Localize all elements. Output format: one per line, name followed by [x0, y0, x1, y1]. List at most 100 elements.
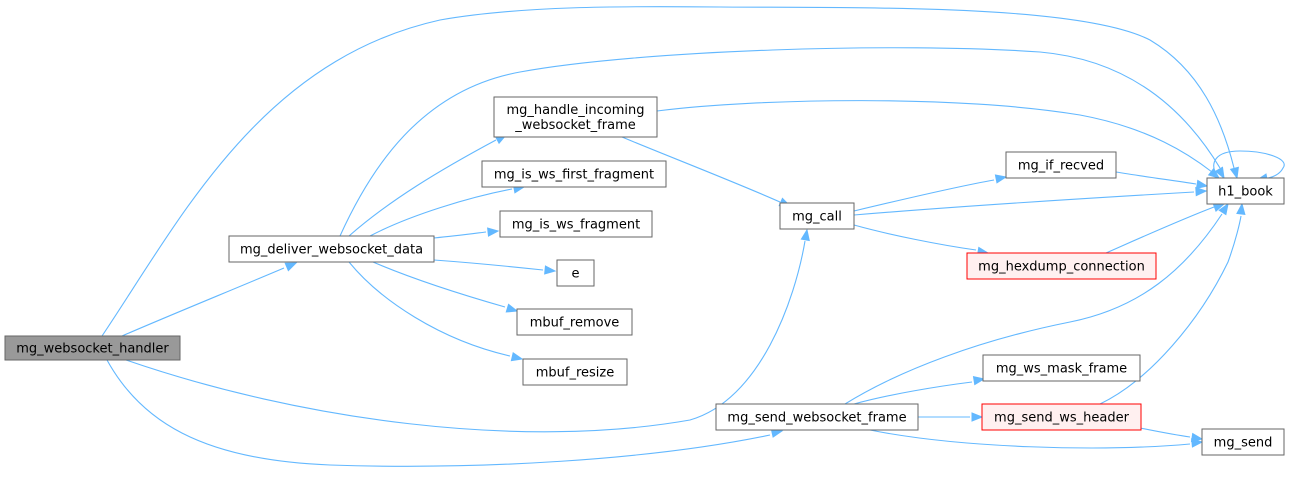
edge-arrowhead [1195, 186, 1208, 197]
node-box [228, 235, 435, 263]
node-mbuf_remove[interactable]: mbuf_remove [516, 308, 633, 336]
node-first_fragment[interactable]: mg_is_ws_first_fragment [481, 160, 667, 188]
edge-arrowhead [972, 375, 986, 386]
edge-mg_call-to-if_recved [853, 174, 1008, 212]
edge-line [1213, 150, 1285, 179]
edge-line [1115, 171, 1197, 185]
edge-send_ws_frame-to-h1_book [844, 202, 1229, 405]
edge-mg_call-to-hexdump [853, 224, 990, 256]
node-box [715, 403, 919, 431]
edge-send_ws_frame-to-send_ws_header [917, 412, 984, 422]
node-box [516, 308, 633, 336]
node-label: mg_is_ws_first_fragment [494, 168, 654, 183]
node-label: mg_handle_incoming [507, 103, 645, 118]
edge-line [339, 47, 1221, 237]
node-handle_incoming[interactable]: mg_handle_incoming_websocket_frame [493, 96, 658, 138]
edge-send_ws_frame-to-ws_mask [853, 375, 986, 405]
edge-deliver-to-mbuf_remove [372, 261, 519, 313]
edge-arrowhead [505, 303, 519, 313]
edge-arrowhead [1229, 166, 1239, 180]
edge-send_ws_header-to-mg_send [1139, 427, 1204, 443]
node-box [499, 210, 653, 238]
edge-arrowhead [487, 227, 500, 237]
node-h1_book[interactable]: h1_book [1206, 177, 1285, 205]
edge-deliver-to-h1_book [339, 47, 1225, 237]
edge-line [125, 240, 806, 433]
node-label: mg_if_recved [1018, 159, 1104, 174]
edge-handle_incoming-to-h1_book [656, 100, 1221, 179]
node-box [493, 96, 658, 138]
edge-line [433, 259, 544, 271]
node-is_fragment[interactable]: mg_is_ws_fragment [499, 210, 653, 238]
edge-arrowhead [994, 174, 1008, 184]
edge-line [853, 191, 1195, 216]
edge-line [348, 139, 497, 237]
node-box [1206, 177, 1285, 205]
node-label: _websocket_frame [514, 118, 635, 133]
node-label: e [572, 267, 580, 282]
edge-ws_handler-to-send_ws_frame [106, 359, 784, 467]
node-ws_handler[interactable]: mg_websocket_handler [4, 335, 181, 361]
node-label: mg_send [1214, 436, 1273, 451]
edge-line [853, 179, 995, 212]
edge-hexdump-to-h1_book [1105, 203, 1226, 254]
node-box [4, 335, 181, 361]
node-if_recved[interactable]: mg_if_recved [1005, 151, 1117, 179]
node-deliver[interactable]: mg_deliver_websocket_data [228, 235, 435, 263]
edge-line [1139, 427, 1191, 438]
edge-line [1099, 215, 1242, 405]
edge-arrowhead [971, 412, 984, 422]
node-box [1201, 428, 1285, 456]
edge-ws_handler-to-h1_book [101, 6, 1239, 337]
edge-line [101, 6, 1235, 337]
edge-line [433, 231, 487, 239]
node-ws_mask[interactable]: mg_ws_mask_frame [982, 354, 1141, 382]
node-box [982, 354, 1141, 382]
node-label: mg_send_ws_header [994, 411, 1130, 426]
edge-arrowhead [1214, 166, 1225, 180]
edge-line [656, 100, 1213, 173]
node-label: h1_book [1218, 185, 1273, 200]
edge-arrowhead [800, 228, 810, 242]
node-send_ws_header[interactable]: mg_send_ws_header [981, 403, 1142, 431]
edges-layer [101, 6, 1285, 467]
edge-deliver-to-mbuf_resize [348, 261, 524, 362]
node-label: mg_websocket_handler [16, 342, 169, 357]
node-label: mg_call [792, 210, 842, 225]
node-box [481, 160, 667, 188]
edge-line [853, 381, 973, 405]
edge-arrowhead [544, 265, 557, 275]
node-label: mg_send_websocket_frame [727, 411, 906, 426]
node-send_ws_frame[interactable]: mg_send_websocket_frame [715, 403, 919, 431]
node-e[interactable]: e [556, 259, 595, 287]
edge-deliver-to-is_fragment [433, 227, 500, 239]
edge-deliver-to-e [433, 259, 557, 275]
edge-ws_handler-to-mg_call [125, 228, 810, 433]
edge-arrowhead [284, 262, 298, 272]
node-mbuf_resize[interactable]: mbuf_resize [522, 358, 628, 386]
node-mg_send[interactable]: mg_send [1201, 428, 1285, 456]
node-label: mbuf_resize [536, 366, 615, 381]
node-label: mg_ws_mask_frame [996, 362, 1127, 377]
edge-arrowhead [510, 352, 524, 362]
node-label: mbuf_remove [530, 316, 620, 331]
edge-line [621, 136, 781, 203]
edge-ws_handler-to-deliver [121, 262, 298, 337]
edge-line [369, 188, 513, 237]
edge-send_ws_header-to-h1_book [1099, 202, 1246, 405]
edge-if_recved-to-h1_book [1115, 171, 1209, 189]
node-label: mg_hexdump_connection [978, 260, 1145, 275]
node-box [981, 403, 1142, 431]
node-label: mg_deliver_websocket_data [240, 243, 423, 258]
node-hexdump[interactable]: mg_hexdump_connection [966, 252, 1157, 280]
node-box [779, 202, 855, 230]
node-box [966, 252, 1157, 280]
node-label: mg_is_ws_fragment [512, 218, 640, 233]
node-mg_call[interactable]: mg_call [779, 202, 855, 230]
node-box [1005, 151, 1117, 179]
nodes-layer: mg_websocket_handler mg_deliver_websocket… [4, 96, 1285, 456]
edge-line [348, 261, 511, 357]
node-box [556, 259, 595, 287]
edge-arrowhead [1236, 202, 1246, 215]
